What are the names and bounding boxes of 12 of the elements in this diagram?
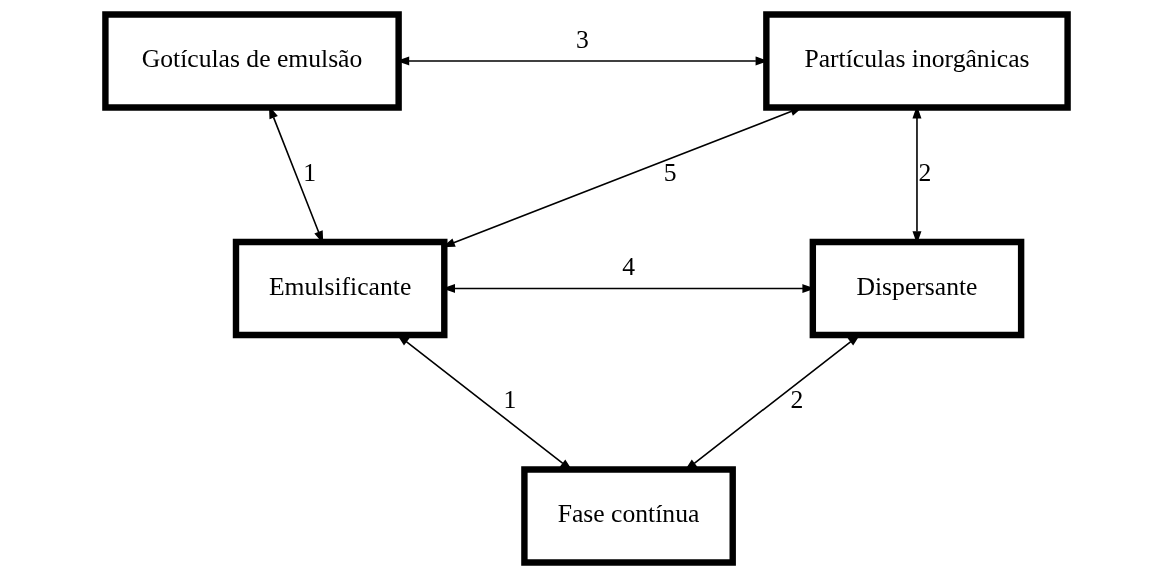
edge-label: 2 <box>790 385 804 415</box>
node-box: Emulsificante <box>232 238 448 339</box>
node-box: Partículas inorgânicas <box>763 11 1071 111</box>
edge-label: 1 <box>303 157 317 187</box>
node-box: Dispersante <box>809 238 1025 339</box>
edge-label: 1 <box>503 385 517 415</box>
edge-label: 4 <box>622 252 635 282</box>
edge-label: 2 <box>918 157 932 187</box>
node-box: Fase contínua <box>521 466 736 566</box>
node-box: Gotículas de emulsão <box>102 11 402 111</box>
edge-label: 5 <box>663 157 677 187</box>
edge-label: 3 <box>576 24 589 54</box>
